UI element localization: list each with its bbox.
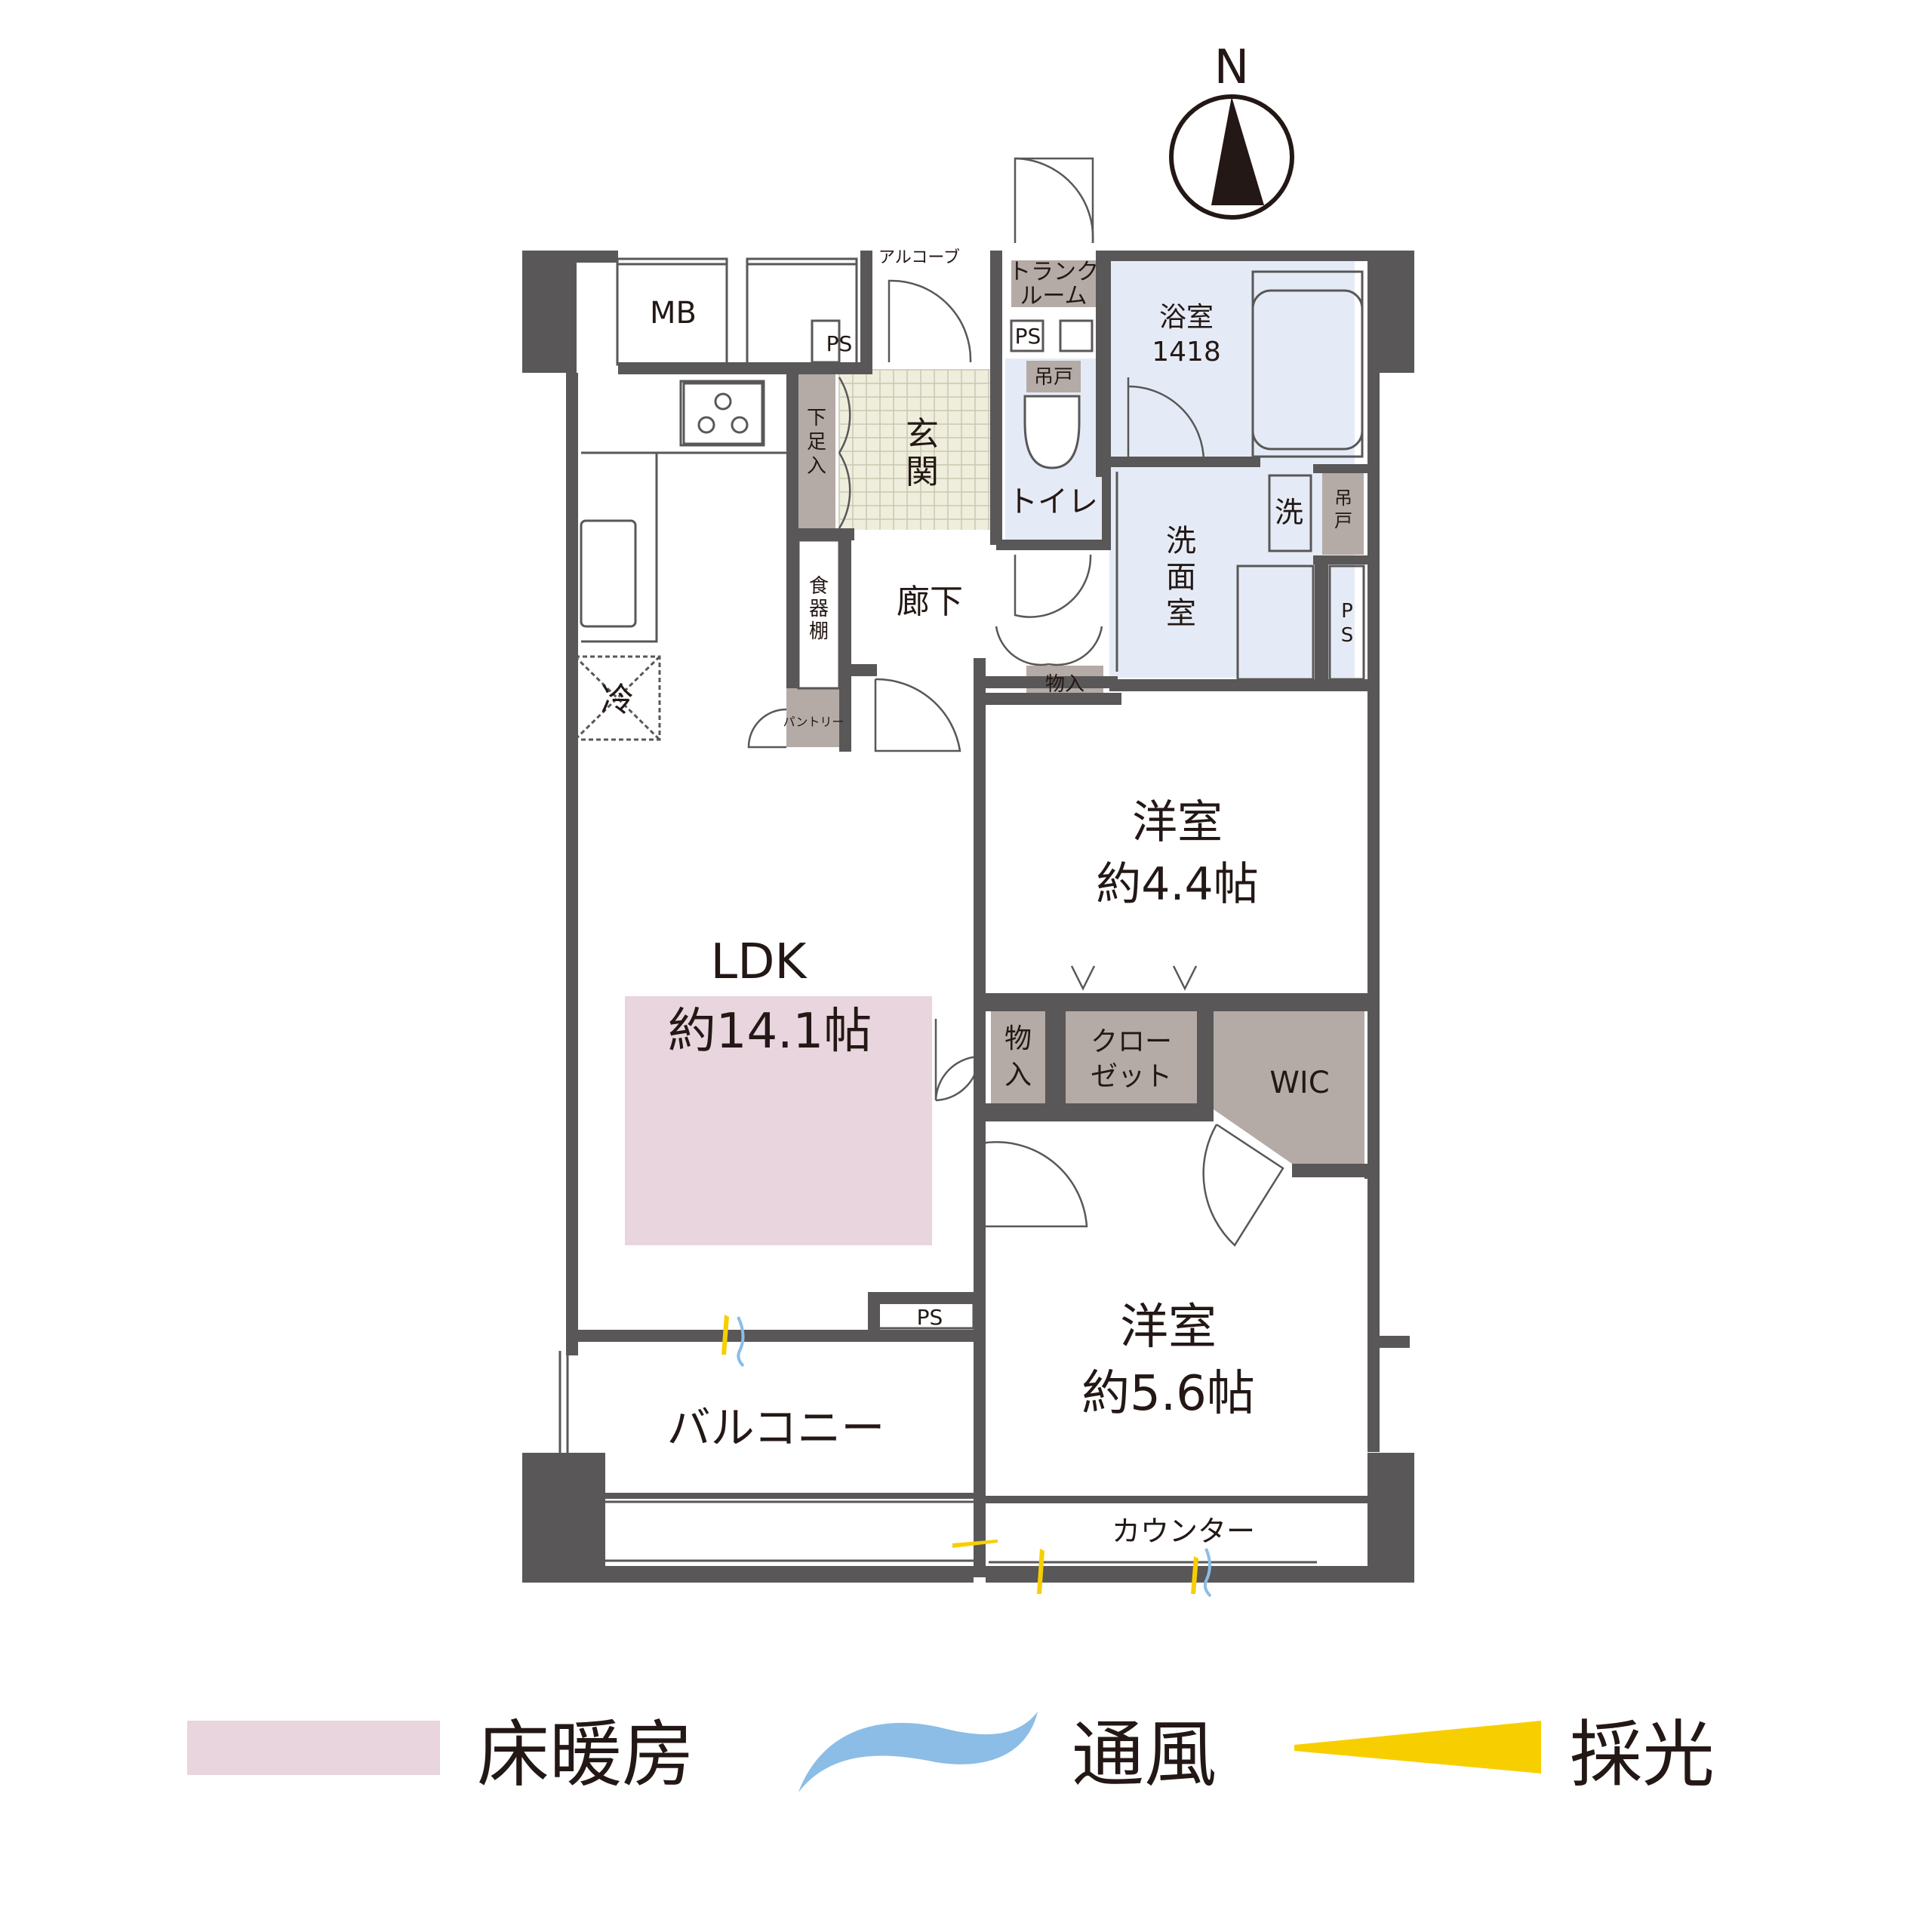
ps-trunk-label: PS — [1015, 324, 1041, 349]
compass: N — [1169, 39, 1294, 220]
pantry — [786, 688, 841, 747]
trunk-room-label-2: ルーム — [1020, 283, 1087, 309]
toilet-icon — [1023, 395, 1081, 469]
laundry-label: 洗 — [1275, 496, 1303, 529]
ldk-label-2: 約14.1帖 — [668, 1004, 872, 1060]
western-room-2-label-1: 洋室 — [1120, 1300, 1217, 1355]
entrance-label-1: 玄 — [906, 415, 939, 454]
washroom-label-1: 洗 — [1166, 524, 1196, 558]
dish-shelf-label-1: 食 — [809, 575, 829, 598]
legend-floor-heating-label: 床暖房 — [477, 1712, 694, 1797]
ldk-label-1: LDK — [711, 934, 808, 990]
ps-entrance-label: PS — [826, 331, 853, 356]
doors — [747, 157, 1284, 1247]
tsuridana-laundry-label-1: 吊 — [1334, 488, 1352, 509]
counter-label: カウンター — [1112, 1515, 1255, 1548]
wind-markers — [737, 1316, 1212, 1598]
stove-icon — [682, 382, 764, 445]
bathroom-label-1: 浴室 — [1159, 302, 1214, 333]
toilet-label: トイレ — [1008, 485, 1098, 519]
entrance-label-2: 関 — [906, 453, 939, 491]
washroom-label-2: 面 — [1166, 560, 1196, 595]
shoe-storage-label-3: 入 — [807, 455, 826, 478]
ldk-storage — [991, 1011, 1045, 1103]
tsuridana-laundry — [1322, 472, 1364, 555]
closet-label-1: クロー — [1091, 1026, 1172, 1057]
ps-ldk-label: PS — [917, 1305, 943, 1330]
wic-label: WIC — [1269, 1066, 1329, 1100]
walls — [522, 251, 1414, 1583]
hallway-label: 廊下 — [897, 583, 963, 621]
legend-floor-heating-swatch — [187, 1721, 440, 1775]
tsuridana-toilet — [1026, 361, 1081, 392]
shoe-storage — [798, 371, 835, 528]
alcove-label: アルコーブ — [878, 248, 960, 267]
ps-washroom-label-2: S — [1341, 624, 1354, 647]
ldk-storage-label-2: 入 — [1004, 1060, 1032, 1091]
fridge-label: 冷 — [601, 681, 634, 719]
entrance-tile — [838, 369, 990, 530]
bathroom-label-2: 1418 — [1152, 337, 1221, 368]
closet-label-2: ゼット — [1091, 1061, 1172, 1092]
pantry-label: パントリー — [783, 715, 844, 729]
closet — [1066, 1011, 1197, 1103]
western-room-2-label-2: 約5.6帖 — [1081, 1366, 1255, 1422]
fixture-lines — [558, 257, 1365, 1564]
trunk-room-label-1: トランク — [1008, 259, 1099, 285]
legend-light-label: 採光 — [1570, 1712, 1715, 1797]
mb-label: MB — [650, 296, 697, 331]
shoe-storage-label-2: 足 — [807, 431, 826, 454]
dish-shelf-label-2: 器 — [809, 598, 829, 620]
washroom-label-3: 室 — [1166, 596, 1196, 631]
hall-storage-label: 物入 — [1045, 673, 1084, 696]
tsuridana-laundry-label-2: 戸 — [1334, 510, 1352, 531]
tsuridana-toilet-label: 吊戸 — [1034, 366, 1073, 389]
western-room-1-label-1: 洋室 — [1132, 796, 1223, 849]
compass-label: N — [1214, 39, 1249, 94]
legend-ventilation-label: 通風 — [1072, 1712, 1217, 1797]
balcony-label: バルコニー — [667, 1402, 885, 1454]
western-room-1-label-2: 約4.4帖 — [1096, 858, 1258, 911]
legend-ventilation-swatch — [798, 1712, 1038, 1792]
floor-heating-area — [625, 996, 932, 1245]
legend-light-swatch — [1294, 1721, 1541, 1774]
shoe-storage-label-1: 下 — [807, 407, 826, 429]
light-markers — [721, 1315, 1198, 1594]
bathroom-floor — [1109, 260, 1355, 464]
trunk-room — [1011, 260, 1096, 307]
ps-washroom-label-1: P — [1341, 600, 1353, 623]
dish-shelf-label-3: 棚 — [809, 620, 829, 643]
room-labels: MB PS アルコーブ トランク ルーム PS 浴室 1418 吊戸 玄 関 下… — [601, 248, 1353, 1548]
ldk-storage-label-1: 物 — [1004, 1023, 1032, 1054]
legend: 床暖房 通風 採光 — [187, 1712, 1715, 1797]
wic — [1214, 1011, 1364, 1164]
